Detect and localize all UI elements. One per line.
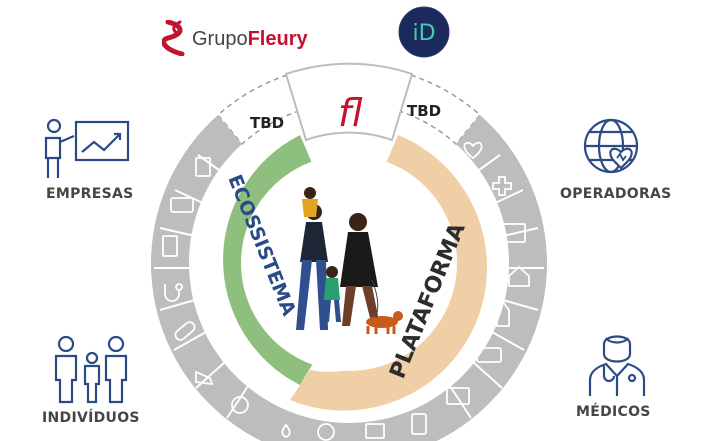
family-illustration xyxy=(296,187,403,334)
id-card-icon xyxy=(170,197,194,213)
brand-wordmark: GrupoFleury xyxy=(192,28,308,50)
fl-slot xyxy=(284,62,414,142)
stakeholder-empresas-label: EMPRESAS xyxy=(46,186,134,202)
stakeholder-medicos-label: MÉDICOS xyxy=(576,404,651,420)
sneaker-icon xyxy=(195,370,214,386)
ambulance-icon xyxy=(476,347,502,363)
stakeholder-individuos-label: INDIVÍDUOS xyxy=(42,410,140,426)
stakeholder-operadoras-label: OPERADORAS xyxy=(560,186,672,202)
document-icon xyxy=(195,157,211,177)
family-icon xyxy=(54,335,128,404)
ring-icons xyxy=(162,141,530,441)
heart-icon xyxy=(463,141,483,160)
id-logo-text: iD xyxy=(412,21,435,46)
ecosystem-segment xyxy=(223,135,320,385)
tablet-icon xyxy=(411,413,427,435)
stethoscope-icon xyxy=(164,283,183,302)
id-logo: iD xyxy=(398,6,450,58)
tbd-right-label: TBD xyxy=(407,102,441,120)
apple-icon xyxy=(231,396,249,414)
house-icon xyxy=(508,265,530,287)
medical-cross-icon xyxy=(492,176,512,196)
form-icon xyxy=(162,235,178,257)
fleury-helix-icon xyxy=(161,19,185,57)
pill-icon xyxy=(174,321,196,341)
fl-logo: fl xyxy=(338,91,363,135)
browser-icon xyxy=(446,387,470,405)
presentation-chart-icon xyxy=(44,118,130,178)
tbd-left-label: TBD xyxy=(250,114,284,132)
drop-icon xyxy=(281,423,291,438)
cross-badge-icon xyxy=(317,423,335,441)
doctor-coat-icon xyxy=(496,300,510,327)
list-icon xyxy=(365,423,385,439)
globe-heart-icon xyxy=(583,118,639,174)
grupo-fleury-logo: GrupoFleury xyxy=(161,19,332,57)
doctor-icon xyxy=(588,335,646,396)
hospital-icon xyxy=(502,223,526,243)
